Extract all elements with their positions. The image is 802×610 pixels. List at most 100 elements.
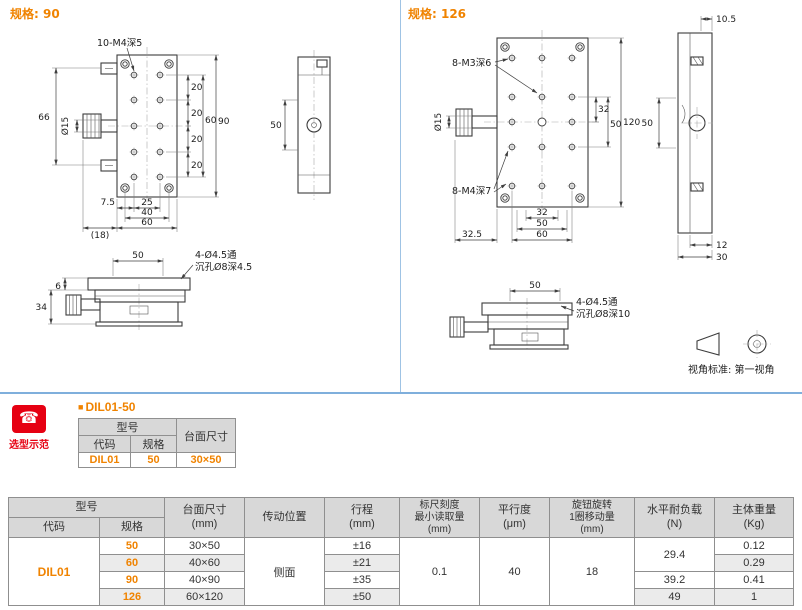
col-parallelism: 平行度 (μm) xyxy=(479,497,550,538)
dim-label: 30 xyxy=(716,253,728,263)
col-weight: 主体重量 (Kg) xyxy=(714,497,794,538)
spec126-side-view: 10.5 50 12 30 xyxy=(642,15,737,263)
dim-label: (18) xyxy=(91,231,109,241)
weight-value: 0.41 xyxy=(714,571,794,589)
spec90-label: 规格: 90 xyxy=(10,6,60,21)
col-travel: 行程 (mm) xyxy=(324,497,400,538)
dim-label: 6 xyxy=(55,282,61,292)
weight-value: 1 xyxy=(714,588,794,606)
dim-label: 50 xyxy=(270,121,282,131)
dim-label: 20 xyxy=(191,83,203,93)
dim-label: 50 xyxy=(642,119,654,129)
table-row: 60 40×60 ±21 0.29 xyxy=(9,554,794,572)
size-header: 台面尺寸 xyxy=(176,418,236,453)
load-value: 49 xyxy=(634,588,715,606)
spec126-front-view: 50 4-Ø4.5通 沉孔Ø8深10 xyxy=(449,281,630,352)
dim-label: 7.5 xyxy=(101,198,115,208)
header-row: 型号 台面尺寸 (mm) 传动位置 行程 (mm) 标尺刻度 最小读取量 (mm… xyxy=(8,497,794,538)
callout-label: 4-Ø4.5通 xyxy=(195,250,237,261)
col-scale-min: 标尺刻度 最小读取量 (mm) xyxy=(399,497,480,538)
dim-label: Ø15 xyxy=(60,117,71,136)
spec-value: 60 xyxy=(99,554,165,572)
size-value: 40×90 xyxy=(164,571,245,589)
dim-label: 66 xyxy=(38,113,50,123)
dim-label: 60 xyxy=(536,230,548,240)
travel-value: ±21 xyxy=(324,554,400,572)
dim-label: 50 xyxy=(132,251,144,261)
dim-label: 60 xyxy=(205,116,217,126)
spec90-side-view: 50 xyxy=(270,50,331,200)
callout-label: 8-M4深7 xyxy=(452,186,491,197)
dim-label: 20 xyxy=(191,109,203,119)
drawing-spec90: 规格: 90 10-M4深5 66 xyxy=(10,6,331,330)
table-row: 90 40×90 ±35 39.2 0.41 xyxy=(9,571,794,589)
dim-label: 34 xyxy=(36,303,48,313)
dim-label: 60 xyxy=(141,218,153,228)
size-value: 60×120 xyxy=(164,588,245,606)
spec126-top-view: Ø15 8-M3深6 8-M4深7 32 50 120 32 xyxy=(433,30,640,243)
code-value: DIL01 xyxy=(78,452,131,468)
dim-label: 50 xyxy=(529,281,541,291)
dim-label: 32 xyxy=(536,208,547,218)
spec-value: 50 xyxy=(99,537,165,555)
dim-label: 20 xyxy=(191,135,203,145)
parallelism-value: 40 xyxy=(479,537,550,606)
col-knob-move: 旋钮旋转 1圈移动量 (mm) xyxy=(549,497,635,538)
spec90-top-view: 10-M4深5 66 Ø15 20 20 20 20 60 90 xyxy=(38,38,229,241)
size-value: 40×60 xyxy=(164,554,245,572)
technical-drawings: 规格: 90 10-M4深5 66 xyxy=(10,0,775,392)
code-value: DIL01 xyxy=(8,537,100,606)
frustum-icon xyxy=(696,332,720,356)
selection-example-table: 型号 台面尺寸 代码 规格 DIL01 50 30×50 xyxy=(78,418,236,468)
travel-value: ±50 xyxy=(324,588,400,606)
weight-value: 0.29 xyxy=(714,554,794,572)
spec-value: 90 xyxy=(99,571,165,589)
spec-value: 50 xyxy=(130,452,177,468)
dim-label: 20 xyxy=(191,161,203,171)
size-value: 30×50 xyxy=(164,537,245,555)
table-row: DIL01 50 30×50 xyxy=(78,452,236,468)
callout-label: 10-M4深5 xyxy=(97,38,142,49)
dim-label: 32 xyxy=(598,105,609,115)
spec-value: 126 xyxy=(99,588,165,606)
col-spec: 规格 xyxy=(99,517,165,538)
callout-label: 8-M3深6 xyxy=(452,58,491,69)
col-load: 水平耐负载 (N) xyxy=(634,497,715,538)
col-model: 型号 xyxy=(8,497,165,518)
view-standard-note: 视角标准: 第一视角 xyxy=(688,363,775,376)
dim-label: 32.5 xyxy=(462,230,482,240)
size-value: 30×50 xyxy=(176,452,236,468)
header-row: 代码 规格 xyxy=(8,517,794,538)
spec-table: 型号 台面尺寸 (mm) 传动位置 行程 (mm) 标尺刻度 最小读取量 (mm… xyxy=(8,497,794,606)
col-table-size: 台面尺寸 (mm) xyxy=(164,497,245,538)
spec-header: 规格 xyxy=(130,435,177,453)
view-standard: 视角标准: 第一视角 xyxy=(688,330,775,376)
spec126-label: 规格: 126 xyxy=(408,6,466,21)
travel-value: ±35 xyxy=(324,571,400,589)
selection-example-label: 选型示范 xyxy=(9,440,49,451)
dim-label: 50 xyxy=(536,219,548,229)
callout-label: 沉孔Ø8深4.5 xyxy=(195,262,252,273)
load-value: 29.4 xyxy=(634,537,715,572)
dim-label: 12 xyxy=(716,241,727,251)
selection-title-text: DIL01-50 xyxy=(85,400,136,414)
callout-label: 沉孔Ø8深10 xyxy=(576,309,630,320)
dim-label: 10.5 xyxy=(716,15,736,25)
section-divider xyxy=(0,392,802,394)
col-drive-position: 传动位置 xyxy=(244,497,325,538)
dim-label: 120 xyxy=(623,118,640,128)
model-header: 型号 xyxy=(78,418,177,436)
phone-icon: ☎ xyxy=(12,405,46,433)
dim-label: 90 xyxy=(218,117,230,127)
knob-move-value: 18 xyxy=(549,537,635,606)
table-row: 126 60×120 ±50 49 1 xyxy=(9,588,794,606)
spec90-front-view: 50 4-Ø4.5通 沉孔Ø8深4.5 6 34 xyxy=(36,250,252,330)
selection-title: ■DIL01-50 xyxy=(78,400,135,414)
col-code: 代码 xyxy=(8,517,100,538)
scale-min-value: 0.1 xyxy=(399,537,480,606)
weight-value: 0.12 xyxy=(714,537,794,555)
bullet-icon: ■ xyxy=(78,402,84,412)
drawing-spec126: 规格: 126 Ø15 8-M3深6 8-M4深7 xyxy=(408,6,736,352)
callout-label: 4-Ø4.5通 xyxy=(576,297,618,308)
